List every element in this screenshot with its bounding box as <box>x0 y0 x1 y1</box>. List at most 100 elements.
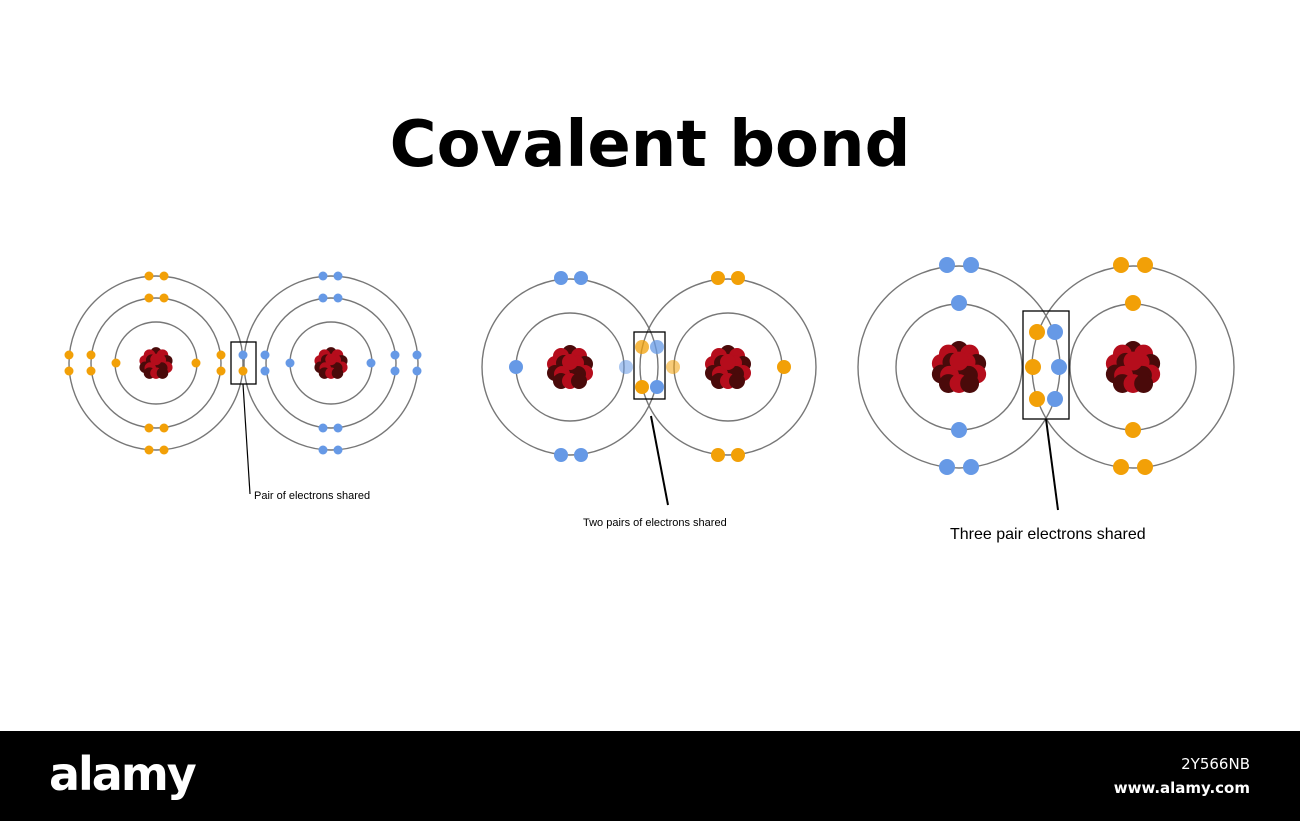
electron <box>238 350 248 360</box>
nucleon <box>1134 374 1154 393</box>
nucleon <box>331 367 344 379</box>
electron <box>333 445 343 455</box>
electron <box>318 423 328 433</box>
label-leader-line <box>242 383 251 495</box>
electron <box>238 366 248 376</box>
electron <box>574 271 588 285</box>
electron-shell <box>481 278 659 456</box>
nucleus <box>931 341 987 393</box>
electron <box>318 271 328 281</box>
electron <box>144 445 154 455</box>
electron <box>285 358 295 368</box>
electron <box>412 366 422 376</box>
covalent-bond-diagrams: Pair of electrons shared Two pairs of el… <box>64 257 1235 543</box>
label-leader-line <box>1045 418 1059 511</box>
electron <box>711 271 725 285</box>
electron <box>86 366 96 376</box>
double-bond-diagram <box>481 271 817 506</box>
nucleus <box>314 347 348 379</box>
electron <box>260 350 270 360</box>
electron <box>366 358 376 368</box>
electron-shell <box>243 275 419 451</box>
nucleon <box>150 353 162 366</box>
electron <box>650 340 664 354</box>
electron <box>1029 391 1045 407</box>
electron <box>333 293 343 303</box>
electron <box>1047 391 1063 407</box>
electron <box>731 448 745 462</box>
electron <box>144 423 154 433</box>
electron <box>509 360 523 374</box>
electron <box>666 360 680 374</box>
label-leader-line <box>650 415 669 506</box>
electron <box>144 271 154 281</box>
electron <box>951 422 967 438</box>
page-title: Covalent bond <box>389 108 911 182</box>
double-bond-label: Two pairs of electrons shared <box>583 517 727 529</box>
electron <box>963 257 979 273</box>
electron <box>64 366 74 376</box>
electron <box>1047 324 1063 340</box>
electron <box>216 366 226 376</box>
electron <box>1051 359 1067 375</box>
electron <box>1025 359 1041 375</box>
electron-shell <box>265 297 397 429</box>
electron-shell <box>639 278 817 456</box>
nucleon <box>571 373 587 389</box>
electron <box>390 366 400 376</box>
electron <box>1125 295 1141 311</box>
electron <box>390 350 400 360</box>
single-bond-label: Pair of electrons shared <box>254 490 370 502</box>
nucleon <box>562 354 578 370</box>
watermark-footer: alamy 2Y566NB www.alamy.com <box>0 731 1300 821</box>
electron <box>777 360 791 374</box>
electron <box>1113 459 1129 475</box>
nucleon <box>1123 351 1143 371</box>
shared-electrons-box <box>633 331 666 400</box>
electron <box>939 459 955 475</box>
electron <box>1137 257 1153 273</box>
single-bond-diagram <box>64 271 422 495</box>
electron <box>1113 257 1129 273</box>
electron <box>731 271 745 285</box>
electron <box>963 459 979 475</box>
site-url: www.alamy.com <box>1113 779 1250 797</box>
electron <box>951 295 967 311</box>
triple-bond-label: Three pair electrons shared <box>950 526 1146 543</box>
electron <box>619 360 633 374</box>
electron <box>159 293 169 303</box>
electron <box>635 340 649 354</box>
nucleus <box>547 345 593 389</box>
electron <box>711 448 725 462</box>
electron <box>1125 422 1141 438</box>
nucleon <box>949 351 969 371</box>
nucleon <box>156 367 169 379</box>
electron <box>554 271 568 285</box>
electron <box>554 448 568 462</box>
electron <box>260 366 270 376</box>
electron <box>412 350 422 360</box>
nucleus <box>705 345 751 389</box>
electron <box>86 350 96 360</box>
electron <box>159 445 169 455</box>
electron <box>318 445 328 455</box>
electron <box>159 271 169 281</box>
nucleon <box>325 353 337 366</box>
electron <box>939 257 955 273</box>
electron-shell <box>68 275 244 451</box>
electron <box>574 448 588 462</box>
brand-logo: alamy <box>49 747 197 801</box>
electron <box>318 293 328 303</box>
electron <box>333 271 343 281</box>
electron <box>216 350 226 360</box>
electron-shell <box>90 297 222 429</box>
nucleon <box>729 373 745 389</box>
nucleus <box>1105 341 1161 393</box>
electron <box>650 380 664 394</box>
electron <box>144 293 154 303</box>
electron <box>1137 459 1153 475</box>
electron <box>1029 324 1045 340</box>
nucleus <box>139 347 173 379</box>
electron <box>159 423 169 433</box>
electron <box>64 350 74 360</box>
